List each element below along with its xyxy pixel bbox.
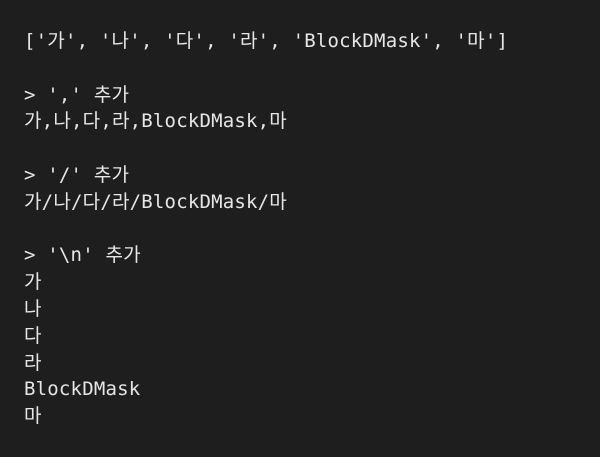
newline-result-line: 다 (24, 324, 42, 347)
blank-line (24, 55, 600, 82)
slash-result-line: 가/나/다/라/BlockDMask/마 (24, 190, 287, 213)
newline-result-line: 마 (24, 405, 42, 428)
newline-result-line: 라 (24, 351, 42, 374)
newline-result-line: 나 (24, 297, 42, 320)
comma-result-line: 가,나,다,라,BlockDMask,마 (24, 110, 287, 133)
comma-prompt-line: > ',' 추가 (24, 83, 130, 106)
newline-result-line: 가 (24, 271, 42, 294)
newline-prompt-line: > '\n' 추가 (24, 244, 141, 267)
newline-result-line: BlockDMask (24, 378, 141, 401)
slash-prompt-line: > '/' 추가 (24, 163, 130, 186)
blank-line (24, 135, 600, 162)
blank-line (24, 216, 600, 243)
list-output-line: ['가', '나', '다', '라', 'BlockDMask', '마'] (24, 30, 509, 52)
